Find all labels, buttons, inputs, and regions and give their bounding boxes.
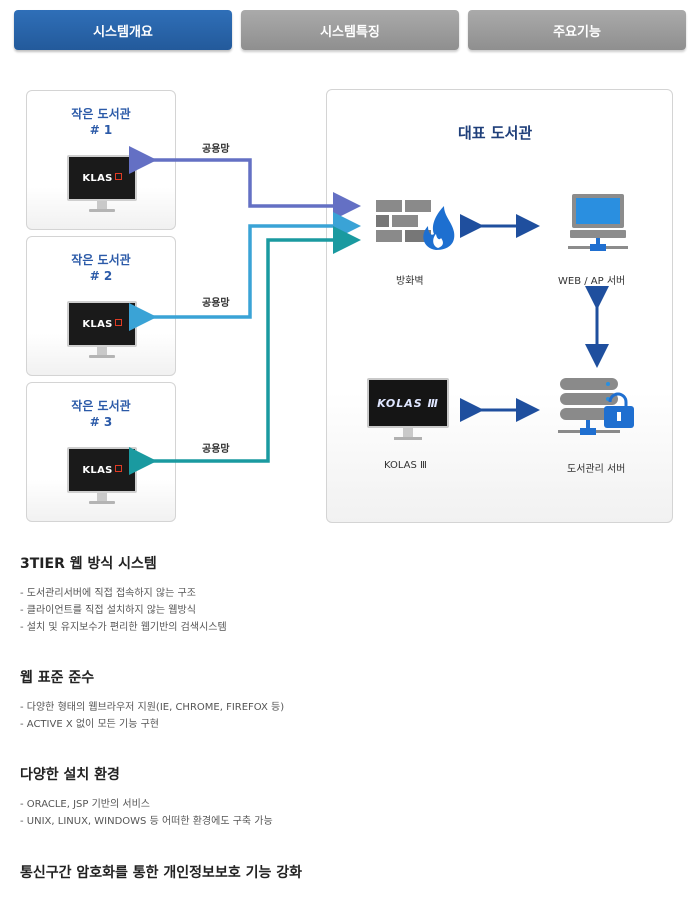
- section-item: - 다양한 형태의 웹브라우저 지원(IE, CHROME, FIREFOX 등…: [20, 702, 285, 713]
- web-server-monitor-icon: [568, 194, 628, 251]
- section-install-env: 다양한 설치 환경 - ORACLE, JSP 기반의 서비스 - UNIX, …: [20, 764, 273, 830]
- section-title-3tier: 3TIER 웹 방식 시스템: [20, 556, 157, 572]
- tab-bar: 시스템개요 시스템특징 주요기능: [14, 10, 686, 50]
- db-server-lock-icon: [558, 378, 634, 435]
- network-line-1: [129, 146, 361, 220]
- kolas-monitor-icon: KOLAS Ⅲ: [367, 378, 449, 446]
- small-library-title-1: 작은 도서관: [71, 107, 131, 121]
- small-library-title-2: 작은 도서관: [71, 253, 131, 267]
- tab-main-functions[interactable]: 주요기능: [468, 10, 686, 50]
- kolas-label: KOLAS Ⅲ: [384, 460, 427, 471]
- firewall-icon: [376, 200, 455, 250]
- section-item: - ACTIVE X 없이 모든 기능 구현: [20, 719, 159, 730]
- klas-screen-label-2: KLAS: [82, 319, 121, 330]
- klas-monitor-icon-2: KLAS: [67, 301, 137, 363]
- section-item: - UNIX, LINUX, WINDOWS 등 어떠한 환경에도 구축 가능: [20, 816, 273, 827]
- small-library-number-1: # 1: [89, 123, 113, 137]
- klas-screen-label-1: KLAS: [82, 173, 121, 184]
- main-library-box: [326, 89, 673, 523]
- small-library-number-2: # 2: [89, 269, 113, 283]
- network-line-3: [129, 226, 361, 475]
- small-library-number-3: # 3: [89, 415, 113, 429]
- tab-system-overview[interactable]: 시스템개요: [14, 10, 232, 50]
- db-server-label: 도서관리 서버: [567, 464, 626, 475]
- klas-screen-label-3: KLAS: [82, 465, 121, 476]
- small-library-title-3: 작은 도서관: [71, 399, 131, 413]
- section-item: - 클라이언트를 직접 설치하지 않는 웹방식: [20, 605, 196, 616]
- architecture-diagram: 작은 도서관 # 1 KLAS 작은 도서관 # 2 KLAS 작은 도서관 #…: [0, 80, 700, 530]
- section-title-web-standard: 웹 표준 준수: [20, 670, 95, 686]
- section-3tier: 3TIER 웹 방식 시스템 - 도서관리서버에 직접 접속하지 않는 구조 -…: [20, 553, 227, 636]
- section-item: - 도서관리서버에 직접 접속하지 않는 구조: [20, 588, 196, 599]
- tab-system-features[interactable]: 시스템특징: [241, 10, 459, 50]
- section-item: - 설치 및 유지보수가 편리한 웹기반의 검색시스템: [20, 622, 227, 633]
- section-item: - ORACLE, JSP 기반의 서비스: [20, 799, 150, 810]
- section-web-standard: 웹 표준 준수 - 다양한 형태의 웹브라우저 지원(IE, CHROME, F…: [20, 667, 284, 733]
- section-title-install-env: 다양한 설치 환경: [20, 767, 120, 783]
- main-library-title: 대표 도서관: [458, 124, 533, 142]
- klas-monitor-icon-3: KLAS: [67, 447, 137, 509]
- kolas-screen-label: KOLAS Ⅲ: [377, 396, 439, 410]
- section-title-encryption: 통신구간 암호화를 통한 개인정보보호 기능 강화: [20, 865, 302, 881]
- firewall-label: 방화벽: [396, 276, 424, 287]
- web-server-label: WEB / AP 서버: [558, 276, 626, 287]
- connection-lines: [129, 146, 609, 475]
- section-encryption: 통신구간 암호화를 통한 개인정보보호 기능 강화: [20, 862, 302, 882]
